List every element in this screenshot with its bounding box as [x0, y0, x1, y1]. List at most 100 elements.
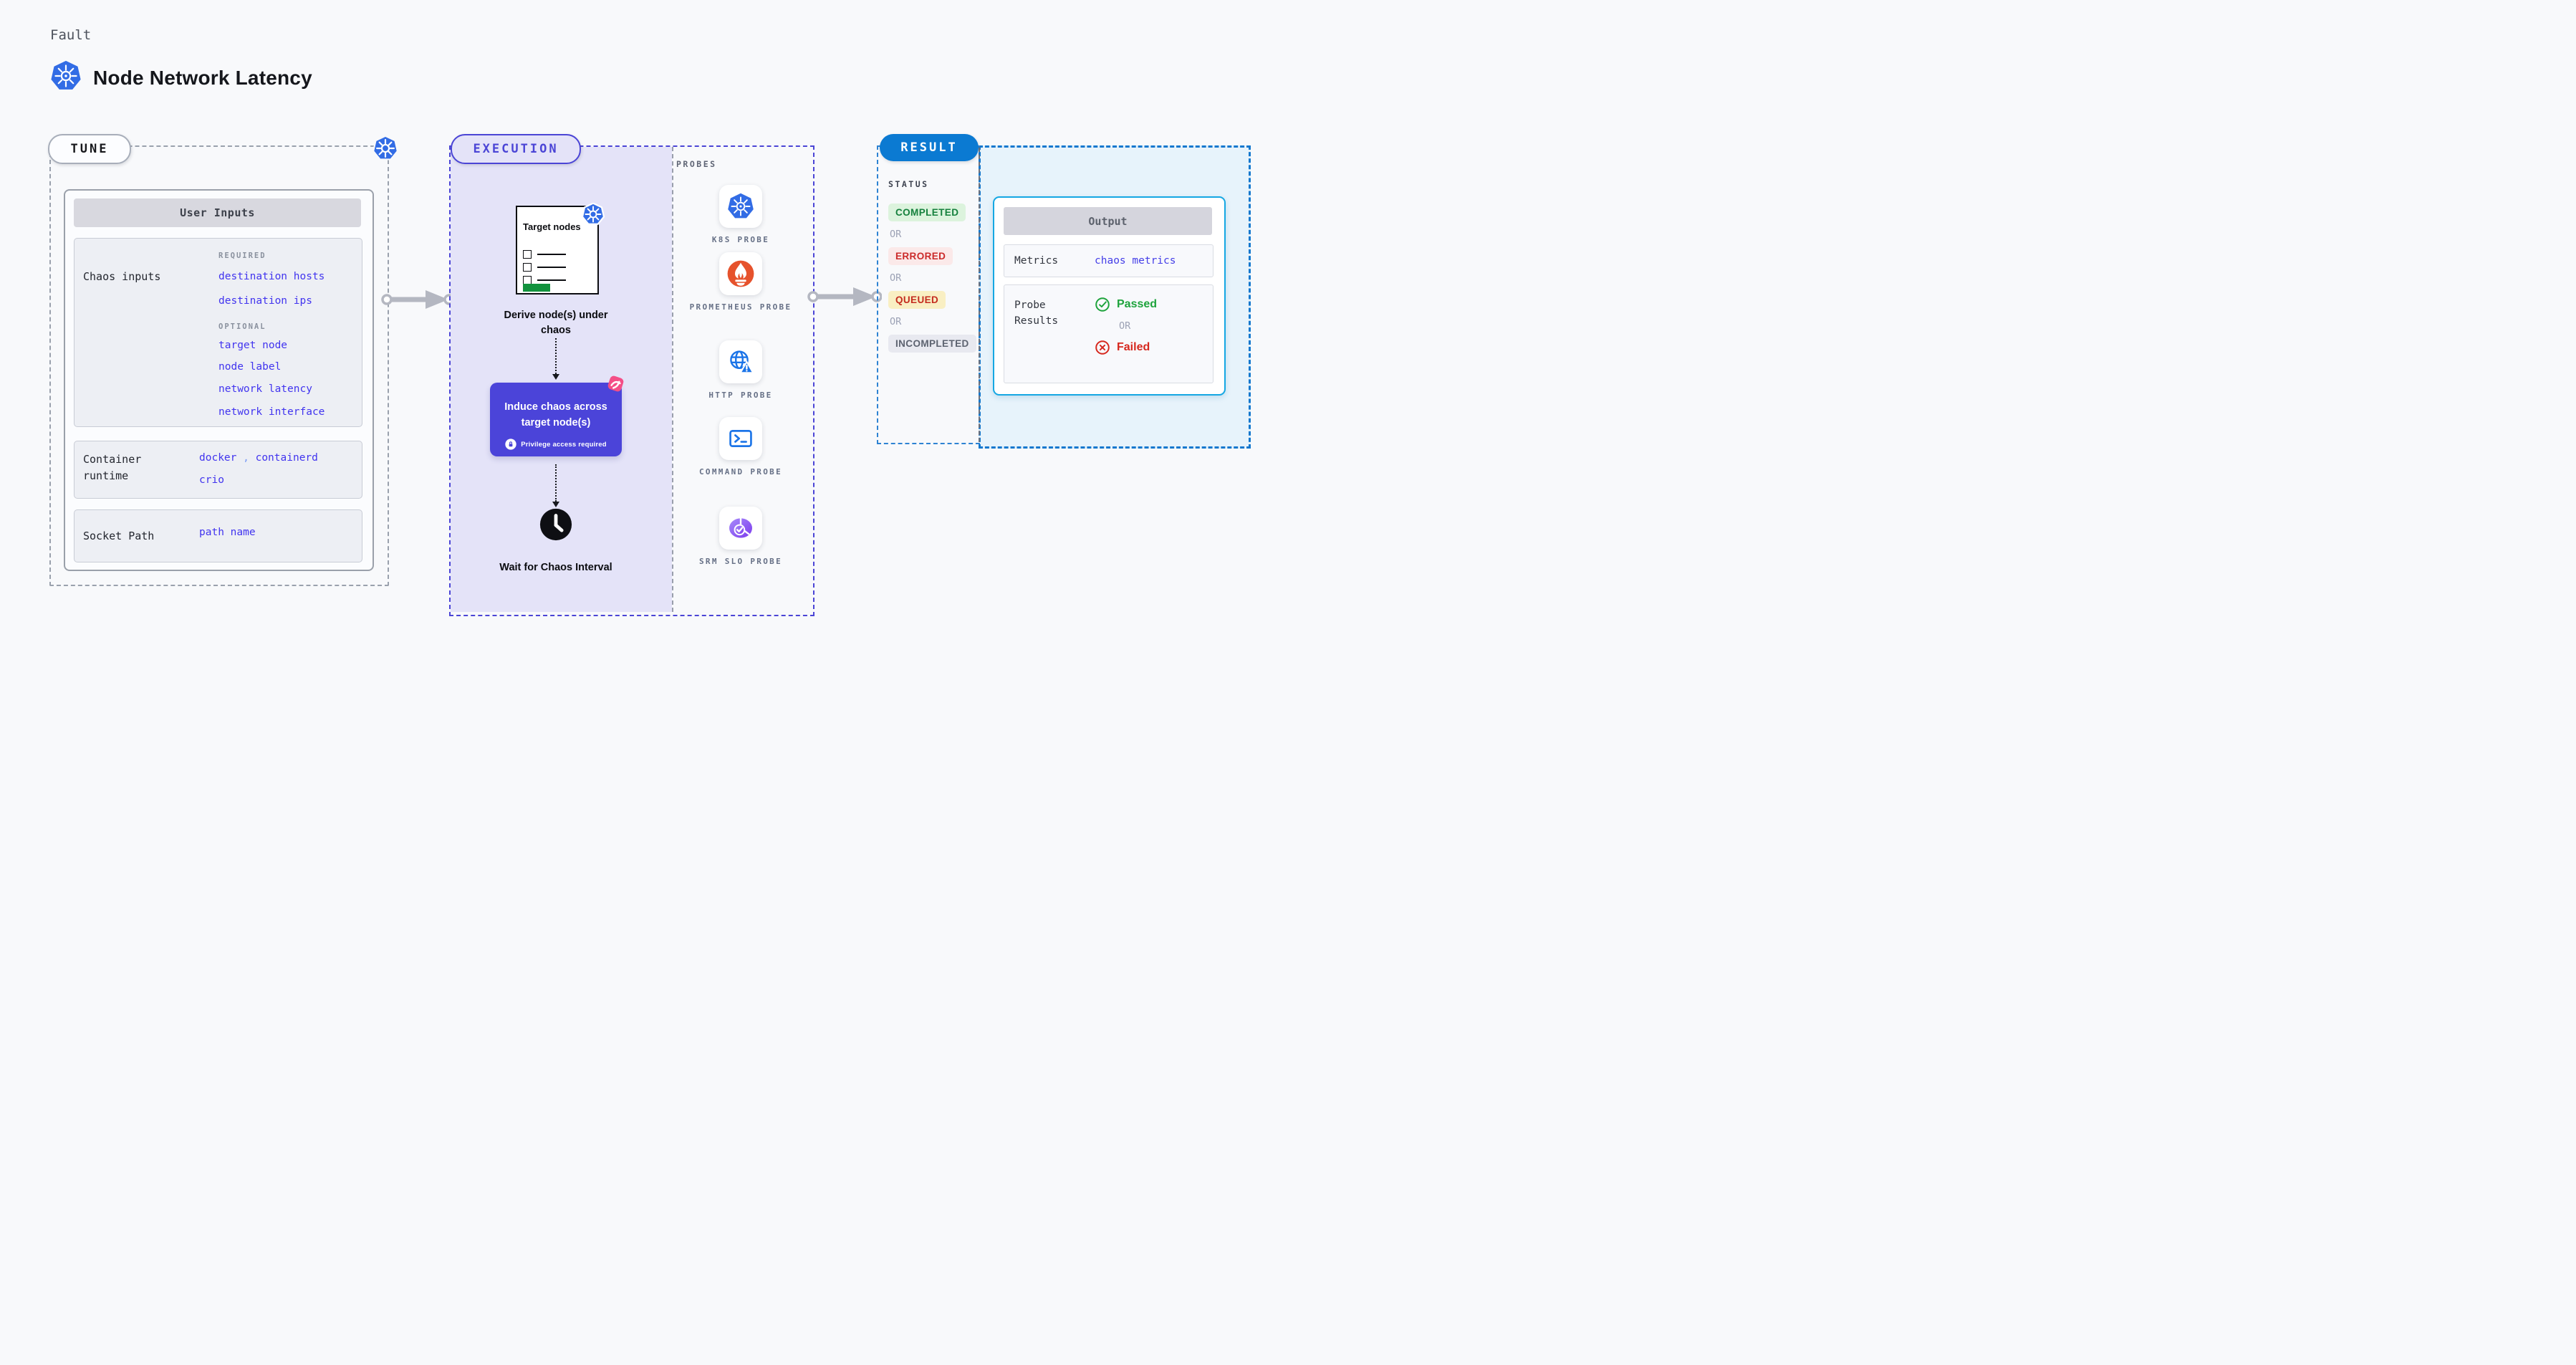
green-status-bar	[523, 284, 550, 292]
arrow-down-head-icon	[552, 374, 559, 380]
probes-heading: PROBES	[676, 159, 717, 169]
link-path-name[interactable]: path name	[199, 527, 256, 538]
dotted-arrow-down	[555, 464, 557, 502]
runtime-values-line1: docker , containerd	[199, 452, 318, 464]
link-network-interface[interactable]: network interface	[218, 406, 325, 418]
x-circle-icon	[1095, 340, 1110, 355]
user-inputs-title: User Inputs	[180, 206, 255, 219]
dotted-arrow-down	[555, 338, 557, 374]
privilege-note-row: Privilege access required	[490, 439, 622, 450]
probe-item-k8s[interactable]: K8S PROBE	[683, 185, 798, 246]
arrow-execution-to-result	[807, 287, 882, 306]
metrics-value-link[interactable]: chaos metrics	[1095, 255, 1176, 267]
status-badge-queued: QUEUED	[888, 291, 946, 309]
chaos-pinwheel-icon	[606, 374, 625, 397]
probe-results-row: Probe Results Passed OR	[1004, 284, 1213, 383]
probe-label: K8S PROBE	[711, 235, 770, 244]
check-circle-icon	[1095, 297, 1110, 312]
clock-icon	[539, 507, 573, 545]
line	[537, 279, 566, 281]
execution-pill[interactable]: EXECUTION	[451, 134, 581, 164]
node-checkbox-row	[523, 250, 566, 259]
checkbox-icon	[523, 250, 532, 259]
result-pill[interactable]: RESULT	[880, 134, 979, 161]
page-title: Node Network Latency	[93, 66, 312, 89]
or-label: OR	[890, 229, 902, 240]
induce-chaos-label: Induce chaos across target node(s)	[504, 401, 607, 428]
checkbox-icon	[523, 263, 532, 272]
probe-results-values: Passed OR Failed	[1095, 297, 1157, 355]
link-docker[interactable]: docker	[199, 452, 237, 464]
or-label: OR	[890, 316, 902, 327]
kubernetes-icon	[50, 60, 82, 95]
passed-line: Passed	[1095, 297, 1157, 312]
privilege-note: Privilege access required	[521, 440, 607, 449]
chaos-inputs-row	[74, 238, 362, 427]
status-badge-incompleted: INCOMPLETED	[888, 335, 976, 353]
probe-label: SRM SLO PROBE	[699, 557, 782, 566]
status-badge-completed: COMPLETED	[888, 203, 966, 221]
probe-label: PROMETHEUS PROBE	[689, 302, 792, 312]
tune-pill[interactable]: TUNE	[48, 134, 131, 164]
container-runtime-label: Container runtime	[83, 453, 142, 483]
failed-label: Failed	[1117, 341, 1150, 353]
probes-divider	[672, 147, 673, 612]
probe-item-command[interactable]: COMMAND PROBE	[683, 417, 798, 479]
arrow-down-head-icon	[552, 502, 559, 507]
node-checkbox-row	[523, 276, 566, 284]
socket-path-row	[74, 509, 362, 562]
probe-item-prometheus[interactable]: PROMETHEUS PROBE	[683, 252, 798, 314]
line	[537, 267, 566, 268]
link-destination-ips[interactable]: destination ips	[218, 295, 312, 307]
kubernetes-icon	[719, 185, 762, 228]
http-globe-icon	[719, 340, 762, 383]
chaos-inputs-label: Chaos inputs	[83, 270, 161, 283]
result-divider	[979, 148, 980, 442]
node-checkbox-row	[523, 263, 566, 272]
or-label: OR	[1119, 320, 1131, 332]
tune-section-box	[49, 145, 389, 586]
optional-tag: OPTIONAL	[218, 322, 266, 331]
user-inputs-header: User Inputs	[74, 198, 361, 227]
execution-section-box	[449, 145, 814, 616]
execution-pill-label: EXECUTION	[473, 142, 559, 156]
status-stack: STATUS COMPLETED OR ERRORED OR QUEUED OR…	[888, 179, 976, 353]
probe-label: COMMAND PROBE	[699, 467, 782, 476]
probe-item-srm-slo[interactable]: SRM SLO PROBE	[683, 507, 798, 568]
metrics-label: Metrics	[1014, 255, 1059, 267]
kubernetes-badge-icon	[581, 202, 605, 229]
lock-icon	[505, 439, 516, 450]
result-pill-label: RESULT	[900, 140, 958, 155]
slo-pie-chart-icon	[719, 507, 762, 550]
derive-step-label: Derive node(s) under chaos	[504, 310, 608, 337]
passed-label: Passed	[1117, 298, 1158, 310]
metrics-row: Metrics chaos metrics	[1004, 244, 1213, 277]
output-title: Output	[1088, 214, 1128, 228]
link-network-latency[interactable]: network latency	[218, 383, 312, 395]
wait-step-label: Wait for Chaos Interval	[499, 562, 612, 573]
tune-pill-label: TUNE	[70, 142, 109, 156]
comma: ,	[243, 452, 249, 464]
line	[537, 254, 566, 255]
diagram-canvas: Fault Node Network Latency TUNE	[0, 0, 1288, 683]
arrow-tune-to-execution	[381, 290, 454, 309]
probe-label: HTTP PROBE	[708, 391, 773, 400]
probe-item-http[interactable]: HTTP PROBE	[683, 340, 798, 402]
kubernetes-corner-icon	[372, 135, 399, 165]
link-node-label[interactable]: node label	[218, 361, 282, 373]
link-crio[interactable]: crio	[199, 474, 224, 486]
failed-line: Failed	[1095, 340, 1157, 355]
status-heading: STATUS	[888, 179, 929, 189]
page-title-row: Node Network Latency	[50, 60, 312, 95]
output-header: Output	[1004, 207, 1212, 235]
prometheus-icon	[719, 252, 762, 295]
link-containerd[interactable]: containerd	[255, 452, 318, 464]
target-nodes-title: Target nodes	[523, 221, 581, 232]
fault-eyebrow: Fault	[50, 27, 92, 43]
link-target-node[interactable]: target node	[218, 340, 288, 351]
terminal-icon	[719, 417, 762, 460]
or-label: OR	[890, 272, 902, 284]
probe-results-label: Probe Results	[1014, 300, 1059, 327]
socket-path-label: Socket Path	[83, 530, 155, 542]
link-destination-hosts[interactable]: destination hosts	[218, 271, 325, 282]
